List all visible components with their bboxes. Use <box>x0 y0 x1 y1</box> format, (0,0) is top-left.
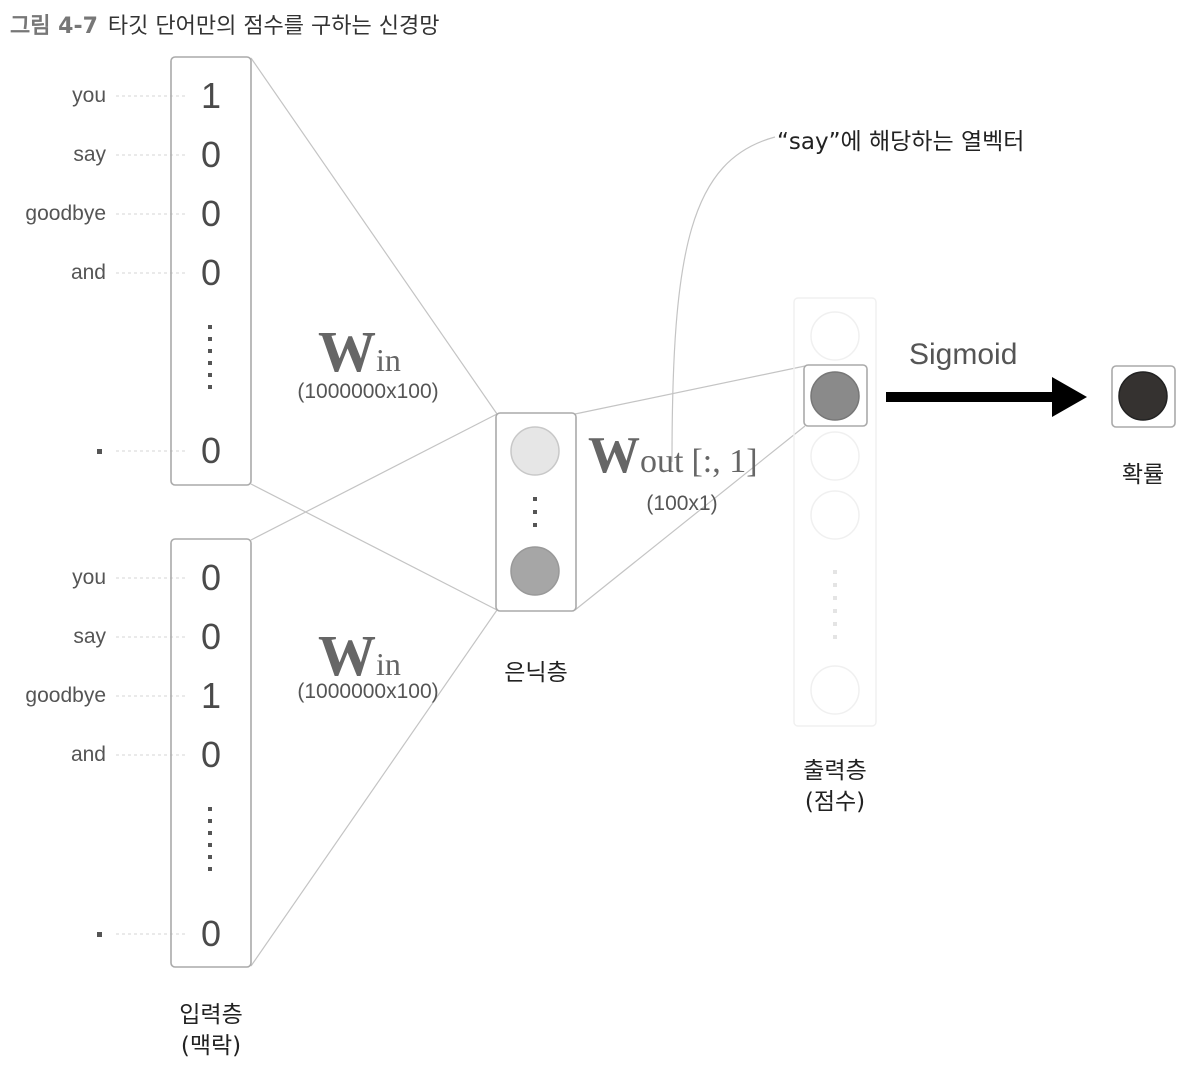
win-dimensions: (1000000x100) <box>297 680 439 703</box>
figure-caption: 그림 4-7 타깃 단어만의 점수를 구하는 신경망 <box>10 8 439 40</box>
wout-subscript: out <box>640 443 684 480</box>
output-node <box>810 665 860 715</box>
figure-number: 그림 4-7 <box>10 14 98 39</box>
column-vector-annotation: “say”에 해당하는 열벡터 <box>777 129 1025 155</box>
vector-value: 1 <box>200 675 222 716</box>
period-token-marker <box>97 932 102 937</box>
win-symbol: W <box>318 623 376 688</box>
input-layer-label: 입력층 (맥락) <box>141 1000 281 1062</box>
vector-value: 0 <box>200 134 222 175</box>
connection-lines <box>250 57 806 967</box>
connection-line <box>250 413 498 541</box>
context-word: and <box>70 261 106 284</box>
vector-value: 0 <box>200 193 222 234</box>
output-layer-subtitle: (점수) <box>804 789 866 815</box>
sigmoid-label: Sigmoid <box>909 338 1018 371</box>
connection-line <box>574 365 806 415</box>
vector-value: 0 <box>200 252 222 293</box>
output-node <box>810 490 860 540</box>
wout-weight-label: Wout[:, 1] <box>588 426 758 485</box>
probability-node <box>1118 371 1168 421</box>
context-word: you <box>72 566 106 589</box>
context-word: you <box>72 84 106 107</box>
connection-line <box>250 483 498 611</box>
hidden-layer-label: 은닉층 <box>504 660 568 686</box>
input-ellipsis-1 <box>208 325 212 389</box>
annotation-leader <box>671 136 776 463</box>
connection-line <box>574 425 806 611</box>
input-layer-subtitle: (맥락) <box>180 1033 242 1059</box>
wout-symbol: W <box>588 427 640 484</box>
win-subscript: in <box>376 646 401 682</box>
win-symbol: W <box>318 319 376 384</box>
output-node <box>810 311 860 361</box>
output-ellipsis <box>833 570 837 639</box>
vector-value: 0 <box>200 616 222 657</box>
context-word: and <box>70 743 106 766</box>
input-vector-box-1 <box>170 56 252 486</box>
context-word: say <box>73 625 106 648</box>
period-token-marker <box>97 449 102 454</box>
output-node <box>810 431 860 481</box>
context-word: goodbye <box>25 202 106 225</box>
figure-title: 타깃 단어만의 점수를 구하는 신경망 <box>107 14 440 39</box>
context-word: say <box>73 143 106 166</box>
vector-value: 0 <box>200 557 222 598</box>
output-layer-title: 출력층 <box>803 758 867 784</box>
wout-index: [:, 1] <box>691 443 758 480</box>
output-layer-box <box>793 297 877 727</box>
input-ellipsis-2 <box>208 807 212 871</box>
hidden-node-top <box>510 426 560 476</box>
connection-line <box>250 57 498 415</box>
input-vector-box-2 <box>170 538 252 968</box>
output-layer-label: 출력층 (점수) <box>765 756 905 818</box>
connection-line <box>250 609 498 967</box>
wout-dimensions: (100x1) <box>646 492 718 515</box>
vector-value: 1 <box>200 75 222 116</box>
hidden-node-bottom <box>510 546 560 596</box>
input-layer-title: 입력층 <box>179 1002 243 1028</box>
win-dimensions: (1000000x100) <box>297 380 439 403</box>
vector-value: 0 <box>200 913 222 954</box>
vector-value: 0 <box>200 734 222 775</box>
probability-label: 확률 <box>1121 462 1165 488</box>
sigmoid-arrow <box>886 377 1087 417</box>
win-weight-label: Win <box>318 318 401 385</box>
hidden-ellipsis <box>533 497 537 527</box>
vector-value: 0 <box>200 430 222 471</box>
win-subscript: in <box>376 342 401 378</box>
target-output-node <box>810 371 860 421</box>
context-word: goodbye <box>25 684 106 707</box>
win-weight-label: Win <box>318 622 401 689</box>
